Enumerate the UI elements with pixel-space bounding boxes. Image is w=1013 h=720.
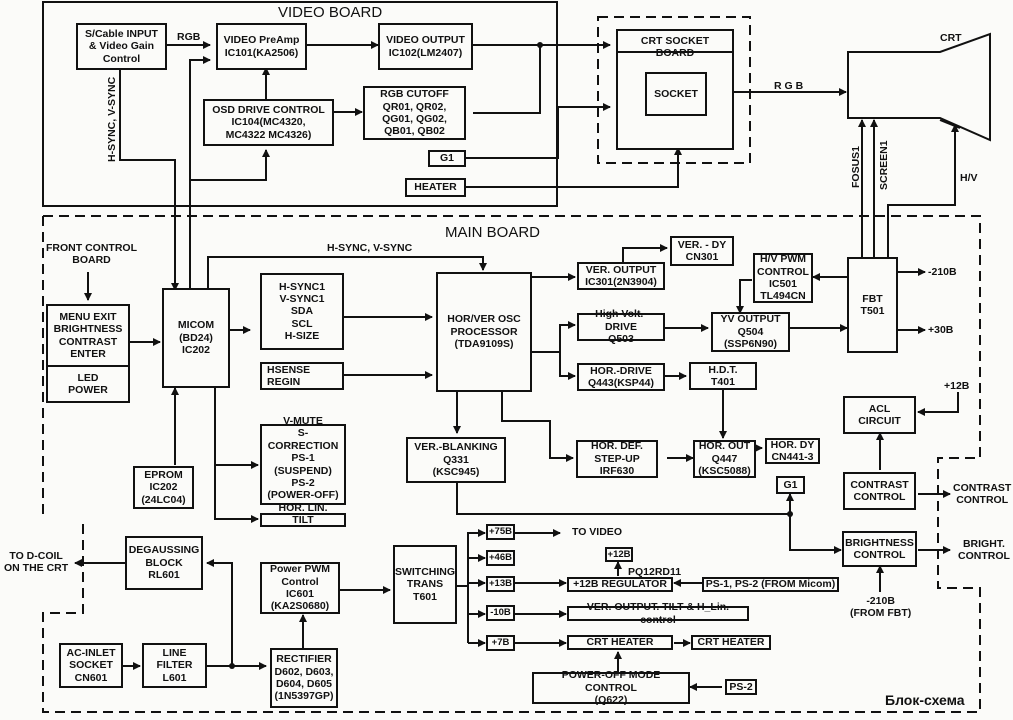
contrast-control-block: CONTRAST CONTROL — [843, 472, 916, 510]
power-pwm-block: Power PWM Control IC601 (KA2S0680) — [260, 562, 340, 614]
hsync-vsync-main-label: H-SYNC, V-SYNC — [327, 242, 413, 254]
main-board-title: MAIN BOARD — [445, 224, 541, 241]
minus210-out-label: -210B — [928, 266, 957, 278]
screen-label: SCREEN1 — [878, 140, 890, 190]
g1-main-block: G1 — [776, 476, 805, 494]
rgb-cutoff-block: RGB CUTOFF QR01, QR02, QG01, QG02, QB01,… — [363, 86, 466, 140]
ac-inlet-block: AC-INLET SOCKET CN601 — [59, 643, 123, 688]
yv-output-block: YV OUTPUT Q504 (SSP6N90) — [711, 312, 790, 352]
pq12rd11-label: PQ12RD11 — [628, 566, 682, 578]
junction-dot — [229, 663, 235, 669]
bright-out-label: BRIGHT. CONTROL — [958, 538, 1010, 563]
video-preamp-block: VIDEO PreAmp IC101(KA2506) — [216, 23, 307, 70]
plus12-box-block: +12B — [605, 547, 633, 562]
to-dcoil-label: TO D-COIL ON THE CRT — [4, 550, 69, 575]
high-volt-drive-block: High Volt.-DRIVE Q503 — [577, 308, 665, 345]
power-off-mode-block: POWER-OFF MODE CONTROL (Q622) — [532, 669, 690, 706]
minus210-fbt-label: -210B (FROM FBT) — [850, 595, 912, 620]
ps2-block: PS-2 — [725, 679, 757, 695]
sync-list-block: H-SYNC1 V-SYNC1 SDA SCL H-SIZE — [260, 273, 344, 350]
video-output-block: VIDEO OUTPUT IC102(LM2407) — [378, 23, 473, 70]
hsense-block: HSENSE REGIN — [260, 362, 344, 390]
degaussing-block: DEGAUSSING BLOCK RL601 — [125, 536, 203, 590]
hv-label: H/V — [960, 172, 978, 184]
hor-ver-osc-block: HOR/VER OSC PROCESSOR (TDA9109S) — [436, 272, 532, 392]
led-power-block: LED POWER — [46, 365, 130, 403]
rail-13-block: +13B — [486, 576, 515, 592]
regulator-12-block: +12B REGULATOR — [567, 577, 673, 592]
micom-block: MICOM (BD24) IC202 — [162, 288, 230, 388]
junction-dot — [537, 42, 543, 48]
junction-dot — [787, 511, 793, 517]
hor-out-block: HOR. OUT Q447 (KSC5088) — [693, 440, 756, 478]
hor-dy-block: HOR. DY CN441-3 — [765, 438, 820, 464]
diagram-caption: Блок-схема — [885, 692, 965, 708]
rail-46-block: +46B — [486, 550, 515, 566]
rail-7-block: +7B — [486, 635, 515, 651]
rgb-signal-label: RGB — [177, 31, 201, 43]
plus12-in-label: +12B — [944, 380, 970, 392]
rgb-crt-label: R G B — [774, 80, 804, 92]
vmute-list-block: V-MUTE S-CORRECTION PS-1 (SUSPEND) PS-2 … — [260, 415, 346, 514]
hor-def-block: HOR. DEF. STEP-UP IRF630 — [576, 440, 658, 478]
ver-output-block: VER. OUTPUT IC301(2N3904) — [577, 262, 665, 290]
eprom-block: EPROM IC202 (24LC04) — [133, 466, 194, 509]
brightness-control-block: BRIGHTNESS CONTROL — [842, 531, 917, 567]
main-board-frame — [42, 215, 981, 713]
scable-input-block: S/Cable INPUT & Video Gain Control — [76, 23, 167, 70]
ver-dy-block: VER. - DY CN301 — [670, 236, 734, 266]
heater-block: HEATER — [405, 178, 466, 197]
switching-trans-block: SWITCHING TRANS T601 — [393, 545, 457, 624]
front-keys-block: MENU EXIT BRIGHTNESS CONTRAST ENTER — [46, 304, 130, 367]
crt-shape — [847, 32, 991, 142]
divider — [616, 51, 734, 53]
acl-block: ACL CIRCUIT — [843, 396, 916, 434]
crt-heater-1-block: CRT HEATER — [567, 635, 673, 650]
line-filter-block: LINE FILTER L601 — [142, 643, 207, 688]
fbt-block: FBT T501 — [847, 257, 898, 353]
ps-from-micom-block: PS-1, PS-2 (FROM Micom) — [702, 577, 839, 592]
contrast-out-label: CONTRAST CONTROL — [953, 482, 1012, 507]
ver-blanking-block: VER.-BLANKING Q331 (KSC945) — [406, 437, 506, 483]
video-board-title: VIDEO BOARD — [278, 4, 383, 21]
ver-output-tilt-block: VER. OUTPUT. TILT & H_Lin. control — [567, 601, 749, 626]
crt-socket-board-title: CRT SOCKET BOARD — [640, 35, 710, 60]
plus30-out-label: +30B — [928, 324, 954, 336]
socket-block: SOCKET — [645, 72, 707, 116]
crt-heater-2-block: CRT HEATER — [691, 635, 771, 650]
video-board-frame — [42, 1, 558, 207]
front-control-label: FRONT CONTROL BOARD — [46, 242, 137, 267]
tilt-block: TILT — [260, 513, 346, 527]
focus-label: FOSUS1 — [850, 145, 862, 188]
rail-75-block: +75B — [486, 524, 515, 540]
hsync-vsync-label: H-SYNC, V-SYNC — [106, 76, 118, 162]
crt-socket-frame — [597, 16, 751, 164]
crt-title: CRT — [940, 32, 962, 44]
g1-block: G1 — [428, 150, 466, 167]
osd-drive-block: OSD DRIVE CONTROL IC104(MC4320, MC4322 M… — [203, 99, 334, 146]
rectifier-block: RECTIFIER D602, D603, D604, D605 (1N5397… — [270, 648, 338, 708]
hdt-block: H.D.T. T401 — [689, 362, 757, 390]
rail-m10-block: -10B — [486, 605, 515, 621]
hor-drive-block: HOR.-DRIVE Q443(KSP44) — [577, 363, 665, 391]
to-video-label: TO VIDEO — [572, 526, 622, 538]
hv-pwm-block: H/V PWM CONTROL IC501 TL494CN — [753, 253, 813, 303]
